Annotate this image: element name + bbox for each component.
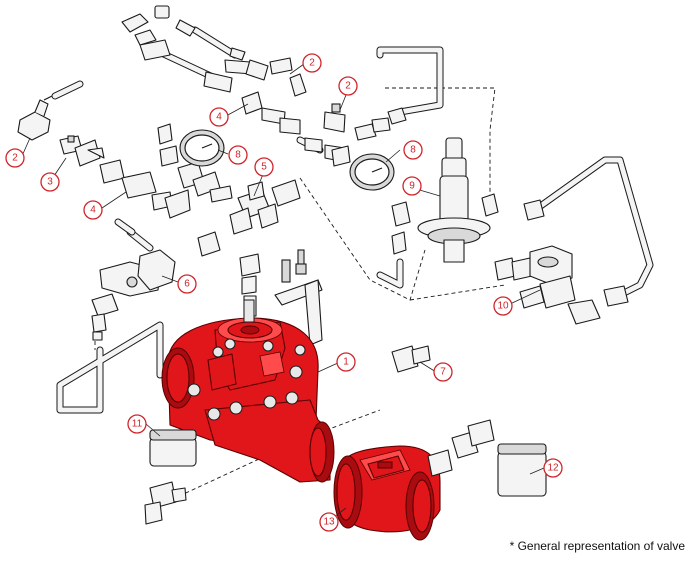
callout-3: 3 — [40, 172, 60, 192]
solenoid-valve-10 — [494, 199, 629, 325]
callout-6: 6 — [177, 274, 197, 294]
callout-11: 11 — [127, 414, 147, 434]
callout-9-label: 9 — [409, 181, 415, 192]
ball-valve-bracket-6 — [99, 218, 176, 297]
callout-5: 5 — [254, 157, 274, 177]
callout-2c: 2 — [338, 76, 358, 96]
callout-11-label: 11 — [132, 419, 143, 430]
callout-3-label: 3 — [47, 177, 53, 188]
ball-valve-left — [17, 80, 105, 167]
callout-2b: 2 — [302, 53, 322, 73]
callout-5-label: 5 — [261, 162, 267, 173]
callout-1-label: 1 — [343, 357, 349, 368]
callout-4b-label: 4 — [216, 112, 222, 123]
callout-8a: 8 — [228, 145, 248, 165]
callout-13-label: 13 — [323, 517, 335, 528]
callout-2a: 2 — [5, 148, 25, 168]
callout-2b-label: 2 — [309, 58, 315, 69]
pressure-gauge-right — [331, 145, 395, 191]
callout-6-label: 6 — [184, 279, 190, 290]
callout-12-label: 12 — [547, 463, 559, 474]
callout-8b-label: 8 — [410, 145, 416, 156]
upper-fittings — [121, 5, 407, 163]
callout-2c-label: 2 — [345, 81, 351, 92]
callout-13: 13 — [319, 512, 339, 532]
callout-10: 10 — [493, 296, 513, 316]
callout-7-label: 7 — [440, 367, 446, 378]
callout-1: 1 — [336, 352, 356, 372]
callout-8b: 8 — [403, 140, 423, 160]
callout-9: 9 — [402, 176, 422, 196]
callout-7: 7 — [433, 362, 453, 382]
callout-4a: 4 — [83, 200, 103, 220]
fittings-4-left — [99, 159, 233, 219]
callout-10-label: 10 — [497, 301, 509, 312]
lower-fittings — [144, 345, 547, 525]
pressure-gauge-left — [157, 123, 225, 167]
check-valve-13 — [333, 445, 441, 541]
callout-12: 12 — [543, 458, 563, 478]
mounting-bracket — [274, 249, 323, 346]
callout-4a-label: 4 — [90, 205, 96, 216]
callout-4b: 4 — [209, 107, 229, 127]
footnote: * General representation of valve — [509, 539, 685, 553]
main-valve-body-1 — [161, 299, 335, 483]
elbow-left — [91, 293, 119, 341]
callout-2a-label: 2 — [12, 153, 18, 164]
callout-8a-label: 8 — [235, 150, 241, 161]
tee-fitting-5 — [197, 179, 301, 317]
pressure-reducing-valve-9 — [391, 137, 499, 263]
